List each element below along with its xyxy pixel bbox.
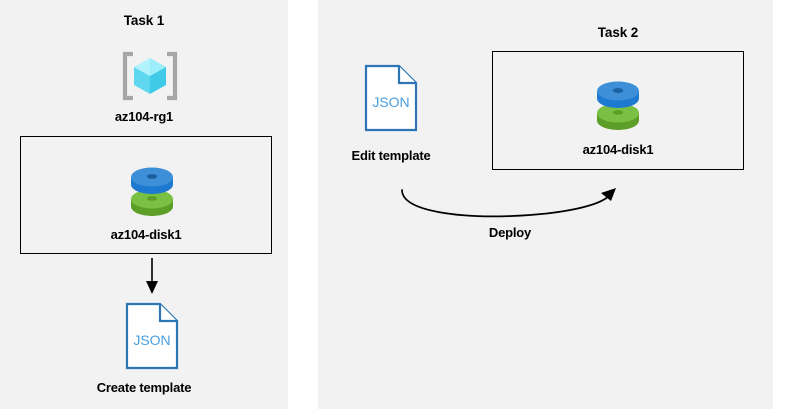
create-template-label: Create template <box>96 380 192 395</box>
task2-disk-label: az104-disk1 <box>582 142 654 157</box>
task2-title: Task 2 <box>597 25 639 40</box>
managed-disk-icon <box>126 164 178 220</box>
resource-group-label: az104-rg1 <box>114 109 174 124</box>
deploy-label: Deploy <box>488 225 532 240</box>
task1-disk-label: az104-disk1 <box>110 227 182 242</box>
resource-group-icon <box>120 48 180 104</box>
json-icon-text: JSON <box>372 94 409 110</box>
task1-title: Task 1 <box>123 13 165 28</box>
json-icon-text: JSON <box>133 332 170 348</box>
edit-template-label: Edit template <box>351 148 431 163</box>
json-file-icon: JSON <box>124 302 180 370</box>
task1-resource-group-box <box>20 136 272 254</box>
deploy-arrow <box>392 182 632 222</box>
managed-disk-icon <box>592 78 644 134</box>
json-file-icon: JSON <box>363 64 419 132</box>
create-template-arrow <box>136 256 168 296</box>
task2-resource-group-box <box>492 51 744 170</box>
